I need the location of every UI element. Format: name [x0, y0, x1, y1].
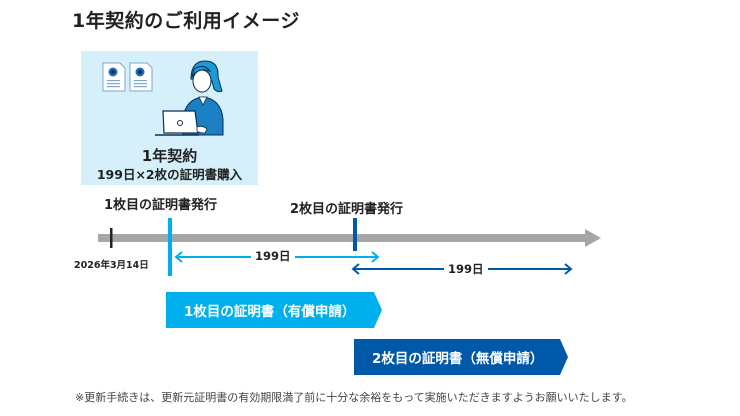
- contract-card: 1年契約 199日×2枚の証明書購入: [81, 51, 258, 185]
- laptop-icon: [155, 110, 208, 136]
- woman-at-laptop-illustration: [102, 60, 224, 136]
- first-certificate-banner: 1枚目の証明書（有償申請）: [166, 292, 382, 328]
- second-certificate-banner: 2枚目の証明書（無償申請）: [354, 339, 568, 375]
- woman-icon: [182, 60, 224, 136]
- renewal-note: ※更新手続きは、更新元証明書の有効期限満了前に十分な余裕をもって実施いただきます…: [75, 391, 633, 404]
- start-date: 2026年3月14日: [74, 260, 149, 271]
- marker2-label: 2枚目の証明書発行: [290, 202, 404, 217]
- marker2-line: [353, 218, 357, 251]
- timeline-axis: [98, 218, 601, 276]
- marker1-label: 1枚目の証明書発行: [104, 198, 218, 213]
- span2-duration: 199日: [444, 261, 488, 277]
- span1-duration: 199日: [251, 248, 295, 264]
- certificate-icon: [102, 62, 126, 92]
- certificate-icon: [129, 62, 153, 92]
- contract-term: 1年契約: [141, 147, 198, 165]
- contract-description: 199日×2枚の証明書購入: [96, 167, 243, 182]
- marker1-line: [168, 218, 172, 276]
- start-tick: [110, 228, 113, 248]
- arrow-head-icon: [585, 229, 601, 247]
- page-title: 1年契約のご利用イメージ: [72, 10, 300, 32]
